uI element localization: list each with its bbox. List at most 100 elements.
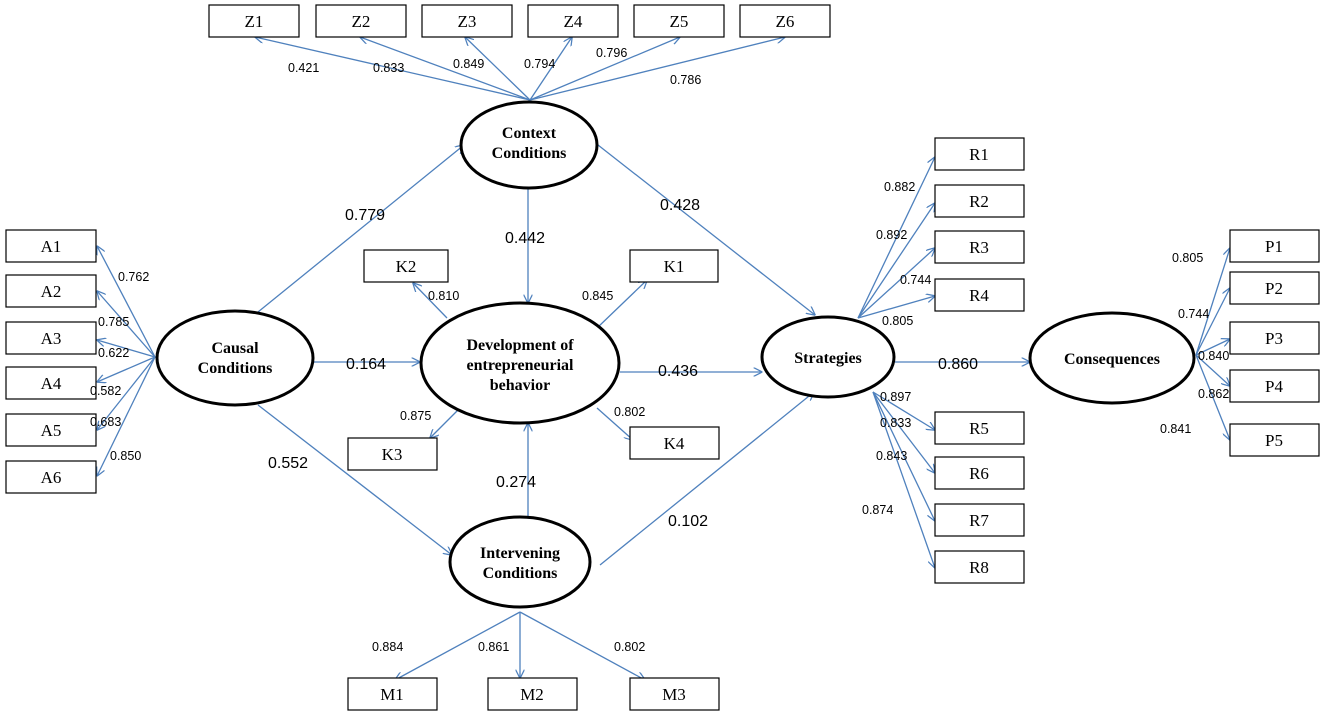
construct-context: Context Conditions: [459, 100, 599, 190]
edge-context-z4: [529, 37, 572, 101]
loading-k2: 0.810: [428, 289, 459, 303]
indicator-label: R4: [969, 286, 989, 305]
loading-p4: 0.862: [1198, 387, 1229, 401]
edge-context-z3: [465, 37, 531, 101]
edge-consequences-p2: [1195, 288, 1230, 356]
indicator-k2: K2: [363, 249, 449, 283]
construct-label-line: behavior: [490, 377, 550, 394]
coef-context-strategies: 0.428: [660, 197, 700, 214]
construct-label-line: Conditions: [483, 565, 558, 582]
edge-strategies-r5: [872, 391, 935, 430]
indicator-label: Z2: [352, 12, 371, 31]
loading-a2: 0.785: [98, 315, 129, 329]
coef-strategies-consequences: 0.860: [938, 356, 978, 373]
indicator-p4: P4: [1229, 369, 1320, 403]
edge-intervening-m1: [395, 611, 521, 680]
indicator-a1: A1: [5, 229, 97, 263]
loading-z5: 0.796: [596, 46, 627, 60]
edge-consequences-p4: [1195, 354, 1230, 386]
edge-context-z2: [360, 37, 531, 101]
indicator-label: R1: [969, 145, 989, 164]
indicator-p5: P5: [1229, 423, 1320, 457]
indicator-label: Z6: [776, 12, 795, 31]
construct-label-line: Strategies: [794, 350, 862, 367]
indicator-label: R3: [969, 238, 989, 257]
coef-context-development: 0.442: [505, 230, 545, 247]
indicator-k1: K1: [629, 249, 719, 283]
indicator-a5: A5: [5, 413, 97, 447]
loading-r5: 0.897: [880, 390, 911, 404]
indicator-a2: A2: [5, 274, 97, 308]
loading-k4: 0.802: [614, 405, 645, 419]
edge-causal-intervening: [257, 404, 452, 555]
indicator-k3: K3: [347, 437, 438, 471]
loading-r4: 0.805: [882, 314, 913, 328]
edge-development-k1: [596, 280, 647, 329]
edge-strategies-r4: [857, 296, 935, 319]
edge-development-k4: [596, 407, 633, 440]
edge-strategies-r8: [872, 391, 935, 568]
edge-context-z1: [255, 37, 531, 101]
coef-causal-context: 0.779: [345, 207, 385, 224]
indicator-label: Z1: [245, 12, 264, 31]
construct-label-line: Conditions: [198, 360, 273, 377]
edge-consequences-p5: [1195, 354, 1230, 440]
indicator-r5: R5: [934, 411, 1025, 445]
loading-a4: 0.582: [90, 384, 121, 398]
coef-causal-development: 0.164: [346, 356, 386, 373]
construct-development: Development of entrepreneurial behavior: [419, 301, 621, 425]
loading-k3: 0.875: [400, 409, 431, 423]
indicator-label: P3: [1265, 329, 1283, 348]
indicator-label: R6: [969, 464, 989, 483]
loading-p2: 0.744: [1178, 307, 1209, 321]
coef-causal-intervening: 0.552: [268, 455, 308, 472]
loading-r3: 0.744: [900, 273, 931, 287]
indicator-label: K1: [664, 257, 685, 276]
edge-intervening-strategies: [599, 392, 814, 566]
indicator-a6: A6: [5, 460, 97, 494]
construct-label-line: Conditions: [492, 145, 567, 162]
indicator-label: M3: [662, 685, 686, 704]
indicator-r4: R4: [934, 278, 1025, 312]
indicator-a4: A4: [5, 366, 97, 400]
loading-k1: 0.845: [582, 289, 613, 303]
edge-causal-a6: [97, 356, 156, 476]
loading-a5: 0.683: [90, 415, 121, 429]
indicator-label: A6: [41, 468, 62, 487]
indicator-z2: Z2: [315, 4, 407, 38]
indicator-label: Z4: [564, 12, 583, 31]
indicator-r8: R8: [934, 550, 1025, 584]
loading-r2: 0.892: [876, 228, 907, 242]
indicator-label: A3: [41, 329, 62, 348]
edge-causal-a3: [97, 340, 156, 358]
indicator-label: Z5: [670, 12, 689, 31]
edge-consequences-p3: [1195, 339, 1230, 356]
indicator-label: A1: [41, 237, 62, 256]
loading-r8: 0.874: [862, 503, 893, 517]
edge-consequences-p1: [1195, 248, 1230, 356]
indicator-label: K3: [382, 445, 403, 464]
indicator-z4: Z4: [527, 4, 619, 38]
indicator-z6: Z6: [739, 4, 831, 38]
edge-causal-a2: [97, 291, 156, 358]
indicator-label: P1: [1265, 237, 1283, 256]
indicator-a3: A3: [5, 321, 97, 355]
loading-p1: 0.805: [1172, 251, 1203, 265]
loading-p3: 0.840: [1198, 349, 1229, 363]
construct-intervening: Intervening Conditions: [448, 515, 592, 609]
indicator-boxes: Z1 Z2 Z3 Z4 Z5 Z6 A1 A2 A3 A4 A5 A6 K2 K…: [5, 4, 1320, 711]
construct-label-line: entrepreneurial: [467, 357, 575, 374]
indicator-m2: M2: [487, 677, 578, 711]
indicator-m3: M3: [629, 677, 720, 711]
indicator-k4: K4: [629, 426, 720, 460]
construct-causal: Causal Conditions: [155, 309, 315, 407]
indicator-label: R5: [969, 419, 989, 438]
loading-a1: 0.762: [118, 270, 149, 284]
indicator-label: K4: [664, 434, 685, 453]
indicator-r7: R7: [934, 503, 1025, 537]
construct-label-line: Causal: [211, 340, 259, 357]
construct-label-line: Development of: [466, 337, 574, 354]
loading-m3: 0.802: [614, 640, 645, 654]
loading-a3: 0.622: [98, 346, 129, 360]
